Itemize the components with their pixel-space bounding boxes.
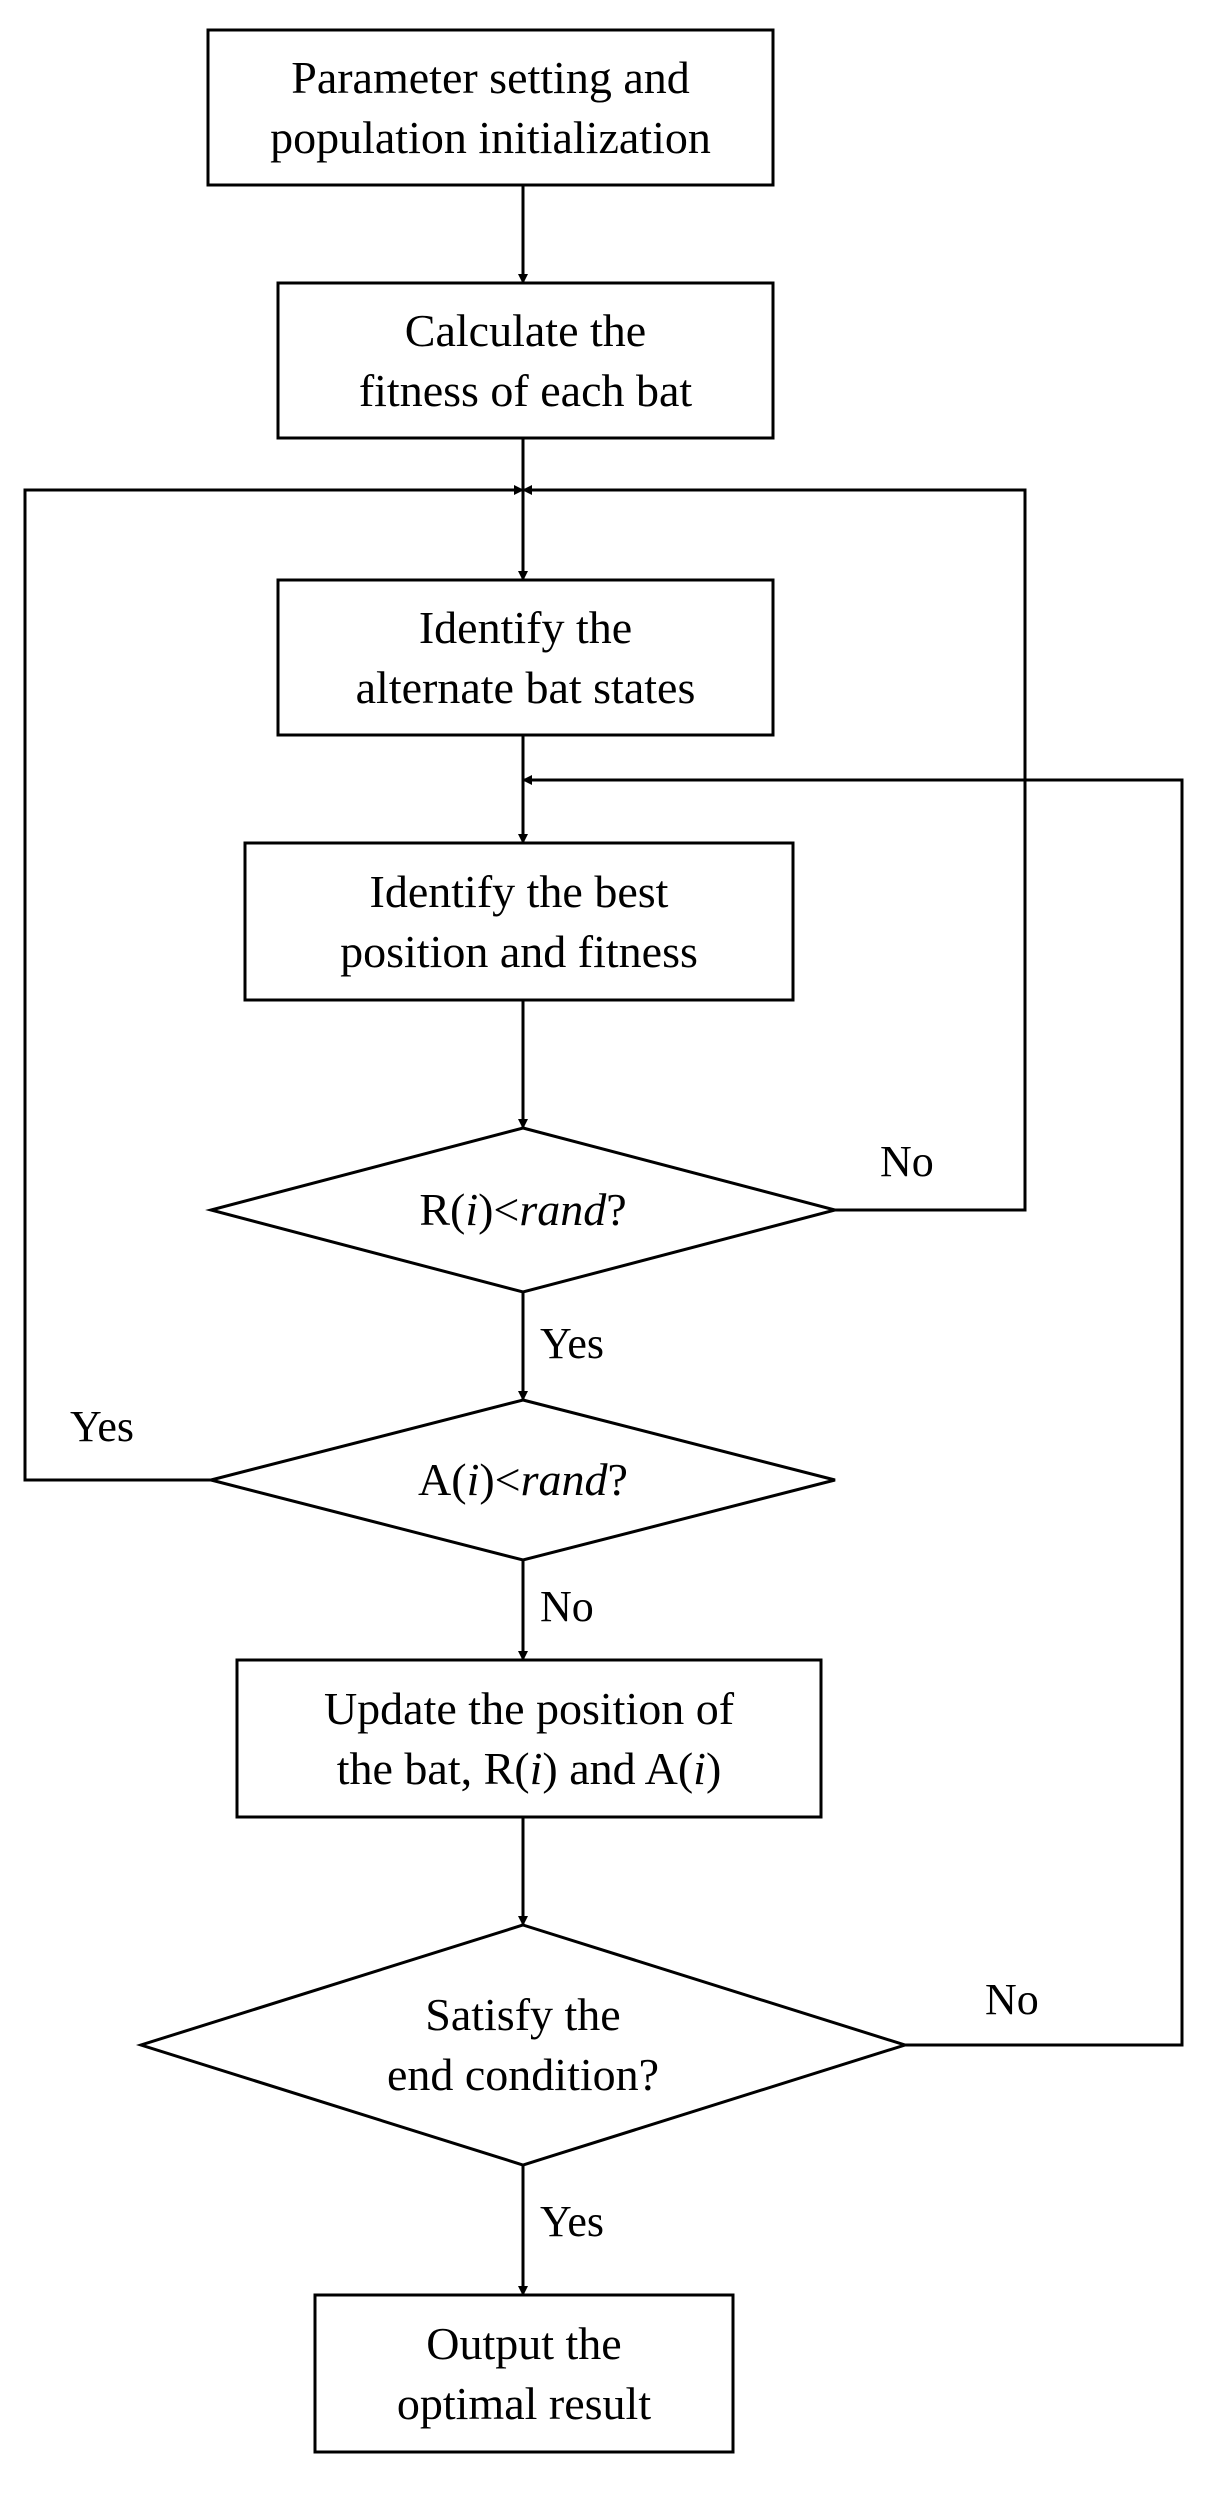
identify-best-line-2: position and fitness — [340, 925, 698, 977]
update-line-1: Update the position of — [323, 1682, 735, 1734]
edge-label-end-yes: Yes — [540, 2197, 605, 2246]
loop-end-no — [522, 775, 1184, 2047]
output-line-2: optimal result — [396, 2377, 652, 2429]
edge-label-r-no: No — [880, 1137, 934, 1186]
end-condition-line-2: end condition? — [386, 2049, 660, 2100]
edge-label-a-no: No — [540, 1582, 594, 1631]
identify-states-line-2: alternate bat states — [355, 661, 696, 713]
update-line-2: the bat, R(i) and A(i) — [336, 1742, 722, 1794]
init-box: Parameter setting and population initial… — [208, 30, 773, 185]
output-box: Output the optimal result — [315, 2295, 733, 2452]
update-box: Update the position of the bat, R(i) and… — [237, 1660, 821, 1817]
update-box-shape — [235, 1658, 823, 1819]
end-condition-label: Satisfy the end condition? — [141, 1925, 905, 2165]
identify-states-line-1: Identify the — [418, 601, 633, 653]
fitness-box: Calculate the fitness of each bat — [278, 283, 773, 438]
identify-states-box: Identify the alternate bat states — [278, 580, 773, 735]
decision-a-label: A(i)<rand? — [418, 1454, 628, 1506]
identify-best-line-1: Identify the best — [369, 865, 669, 917]
end-condition-line-1: Satisfy the — [425, 1989, 621, 2041]
edge-label-a-yes: Yes — [70, 1402, 135, 1451]
identify-best-box: Identify the best position and fitness — [245, 843, 793, 1000]
decision-r-label: R(i)<rand? — [419, 1184, 627, 1236]
loop-r-no — [522, 485, 1027, 1212]
fitness-line-2: fitness of each bat — [358, 364, 693, 416]
loop-a-yes — [23, 485, 524, 1482]
init-line-1: Parameter setting and — [291, 51, 690, 103]
init-line-2: population initialization — [270, 111, 711, 163]
output-line-1: Output the — [426, 2317, 622, 2369]
edge-label-r-yes: Yes — [540, 1319, 605, 1368]
fitness-line-1: Calculate the — [404, 304, 647, 356]
init-box-shape — [206, 28, 775, 187]
edge-label-end-no: No — [985, 1975, 1039, 2024]
